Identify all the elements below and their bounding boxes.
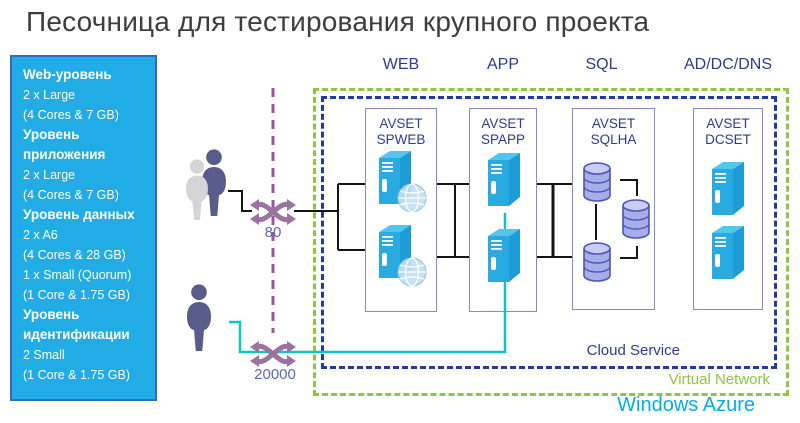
port-20000-label: 20000	[254, 366, 296, 383]
page-title: Песочница для тестирования крупного прое…	[26, 6, 650, 37]
spec-line: 2 x Large	[23, 88, 76, 102]
column-header-app: APP	[486, 56, 519, 73]
dc-server-icon	[712, 162, 744, 215]
app-server-icon	[488, 153, 520, 206]
spec-line: Web-уровень	[23, 67, 112, 82]
user-icon	[186, 284, 212, 351]
spec-line: (1 Core & 1.75 GB)	[23, 288, 130, 302]
spec-line: 1 x Small (Quorum)	[23, 268, 132, 282]
spec-list: Web-уровень 2 x Large (4 Cores & 7 GB) Уров…	[23, 65, 144, 385]
database-icon	[622, 199, 650, 239]
spec-line: (4 Cores & 7 GB)	[23, 108, 119, 122]
users-group-icon	[186, 149, 227, 221]
column-header-web: WEB	[382, 56, 420, 73]
vm-spec-panel: Web-уровень 2 x Large (4 Cores & 7 GB) Уров…	[10, 55, 157, 401]
database-icon	[583, 242, 611, 282]
database-icon	[583, 162, 611, 202]
windows-azure-label: Windows Azure	[617, 394, 755, 416]
column-header-addcdns: AD/DC/DNS	[683, 56, 772, 73]
web-server-icon	[379, 151, 427, 213]
spec-line: (1 Core & 1.75 GB)	[23, 368, 130, 382]
spec-line: 2 Small	[23, 348, 65, 362]
spec-line: Уровень приложения	[23, 127, 106, 162]
cloud-service-label: Cloud Service	[586, 342, 680, 359]
spec-line: (4 Cores & 28 GB)	[23, 248, 126, 262]
column-header-sql: SQL	[585, 56, 618, 73]
app-server-icon	[488, 229, 520, 282]
spec-line: (4 Cores & 7 GB)	[23, 188, 119, 202]
spec-line: 2 x Large	[23, 168, 76, 182]
spec-line: 2 x A6	[23, 228, 58, 242]
spec-line: Уровень идентификации	[23, 307, 130, 342]
virtual-network-label: Virtual Network	[668, 371, 770, 388]
web-server-icon	[379, 225, 427, 287]
spec-line: Уровень данных	[23, 207, 135, 222]
port-80-label: 80	[264, 224, 282, 241]
dc-server-icon	[712, 226, 744, 279]
